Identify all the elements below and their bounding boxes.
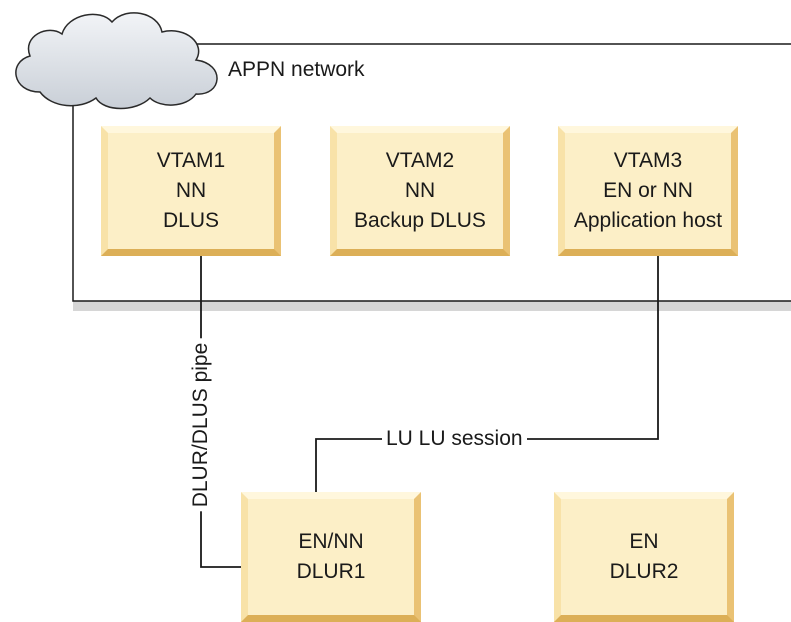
dlur2-name: DLUR2 [609,560,679,583]
vtam1-name: VTAM1 [156,149,226,172]
dlur1-type: EN/NN [298,530,364,553]
vtam3-role: Application host [573,209,723,232]
dlur-dlus-pipe-label: DLUR/DLUS pipe [189,338,213,512]
vtam2-node: VTAM2 NN Backup DLUS [330,126,510,256]
dlur2-type: EN [629,530,659,553]
lu-lu-session-label: LU LU session [382,427,527,451]
lu-lu-session-line [315,256,659,492]
vtam3-name: VTAM3 [613,149,683,172]
vtam3-type: EN or NN [603,179,693,202]
network-boundary [72,43,791,311]
vtam1-type: NN [175,179,207,202]
vtam2-role: Backup DLUS [354,209,486,232]
vtam1-role: DLUS [162,209,220,232]
cloud-icon [15,12,218,110]
vtam3-node: VTAM3 EN or NN Application host [558,126,738,256]
vtam2-name: VTAM2 [385,149,455,172]
vtam2-type: NN [404,179,436,202]
dlur1-name: DLUR1 [296,560,366,583]
dlur2-node: EN DLUR2 [554,492,734,622]
appn-network-label: APPN network [228,58,365,81]
vtam1-node: VTAM1 NN DLUS [101,126,281,256]
dlur1-node: EN/NN DLUR1 [241,492,421,622]
